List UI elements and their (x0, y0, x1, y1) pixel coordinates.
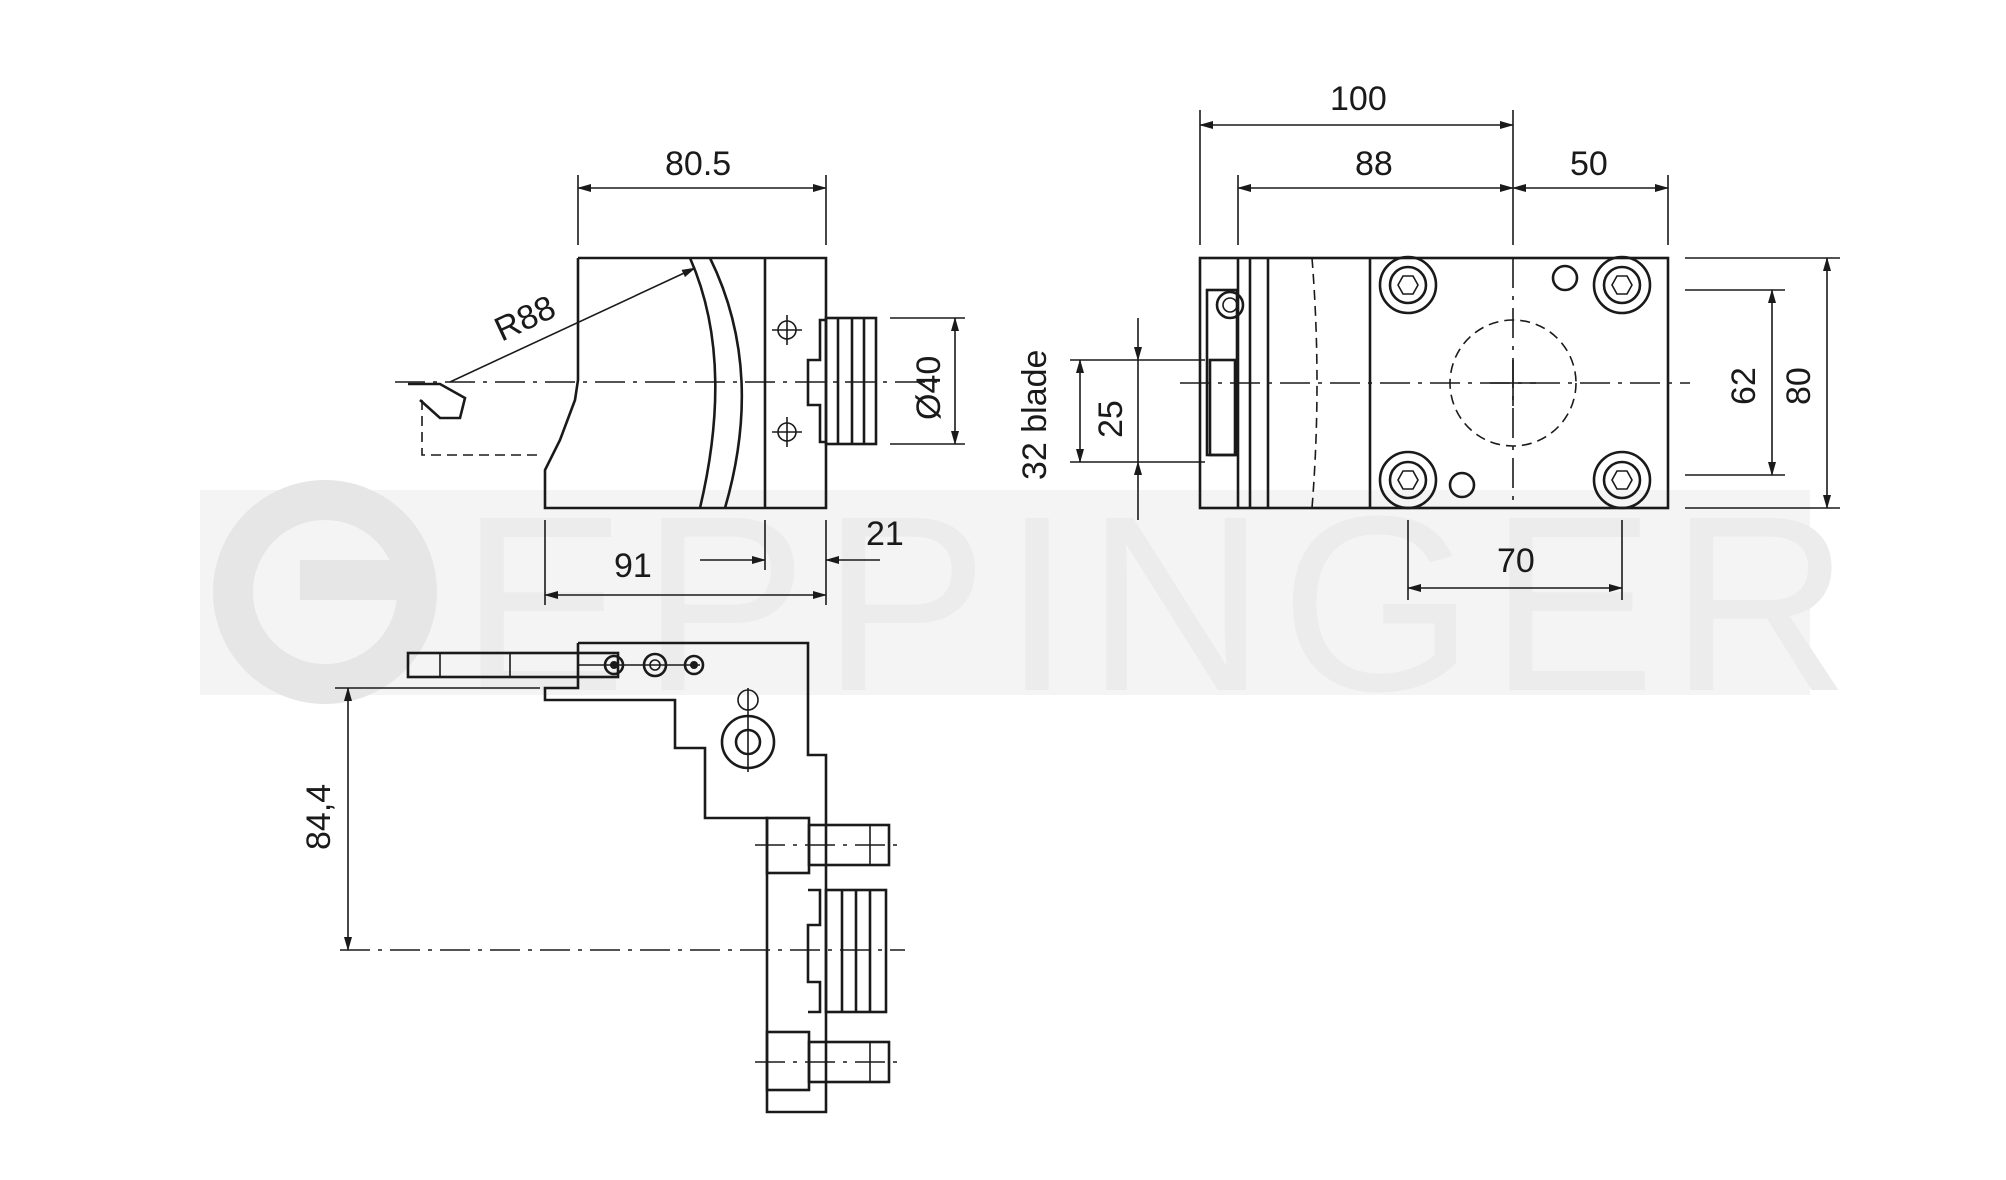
adjustment-screw-icon (720, 688, 776, 772)
bolt-icon (1378, 255, 1438, 315)
screw-icon (772, 417, 802, 447)
dim-bolt-spacing: 70 (1497, 542, 1535, 580)
dim-height: 84,4 (300, 784, 338, 850)
watermark: EPPINGER (200, 464, 1864, 743)
eppinger-logo-icon (213, 480, 437, 704)
pin-hole-icon (1448, 471, 1476, 499)
bolt-icon (1378, 450, 1438, 510)
dim-blade-height: 25 (1092, 400, 1130, 438)
screw-icon (603, 654, 625, 676)
dim-inner-width: 88 (1355, 145, 1393, 183)
dim-half-width: 50 (1570, 145, 1608, 183)
top-view: 100 88 50 62 80 70 25 32 blade (1016, 80, 1840, 600)
dim-blade-label: 32 blade (1016, 350, 1054, 480)
watermark-text: EPPINGER (460, 464, 1864, 743)
bolt-icon (1592, 255, 1652, 315)
screw-icon (1215, 290, 1245, 320)
screw-icon (642, 652, 668, 678)
screw-icon (683, 654, 705, 676)
dim-height-inner: 62 (1725, 367, 1763, 405)
dim-overall-width: 100 (1330, 80, 1387, 118)
pin-hole-icon (1551, 264, 1579, 292)
bottom-view: 84,4 (300, 641, 905, 1114)
dim-width-top: 80.5 (665, 145, 731, 183)
dim-offset: 21 (866, 515, 904, 553)
screw-icon (772, 315, 802, 345)
bolt-icon (1592, 450, 1652, 510)
dim-height-overall: 80 (1780, 367, 1818, 405)
dim-width-bottom: 91 (614, 547, 652, 585)
dim-radius: R88 (489, 288, 562, 349)
dim-shank-diameter: Ø40 (910, 356, 948, 420)
